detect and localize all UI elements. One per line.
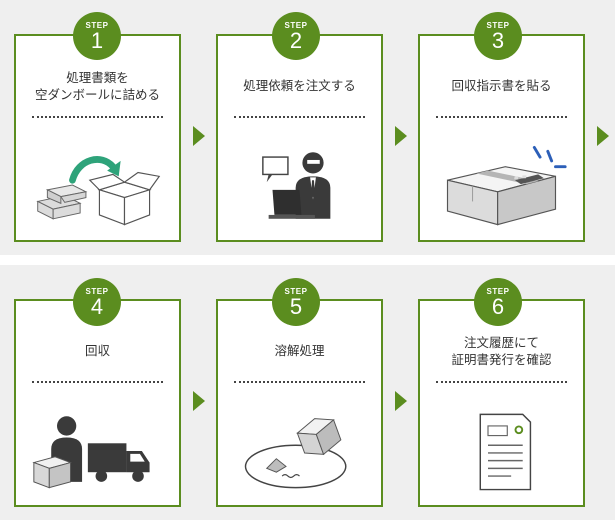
step-3-card: 回収指示書を貼る	[418, 34, 585, 242]
step-6-divider	[436, 381, 567, 383]
step-2-divider	[234, 116, 365, 118]
step-1-description: 処理書類を 空ダンボールに詰める	[34, 70, 160, 102]
step-1-badge: STEP 1	[73, 12, 121, 60]
step-4-card: 回収	[14, 299, 181, 507]
person-at-laptop-icon	[232, 140, 367, 232]
step-3-to-4-arrow	[597, 126, 609, 146]
step-3-badge: STEP 3	[474, 12, 522, 60]
step-5-divider	[234, 381, 365, 383]
certificate-document-icon	[434, 405, 569, 497]
step-1-divider	[32, 116, 163, 118]
step-2-description: 処理依頼を注文する	[243, 78, 356, 93]
step-6-badge: STEP 6	[474, 278, 522, 326]
box-dissolving-icon	[232, 405, 367, 497]
step-2-badge: STEP 2	[272, 12, 320, 60]
step-3-divider	[436, 116, 567, 118]
box-with-label-icon	[434, 140, 569, 232]
step-3-description: 回収指示書を貼る	[451, 78, 552, 93]
documents-into-box-icon	[30, 140, 165, 232]
step-4-divider	[32, 381, 163, 383]
step-4-description: 回収	[84, 343, 110, 358]
step-5-card: 溶解処理	[216, 299, 383, 507]
step-5-description: 溶解処理	[274, 343, 325, 358]
step-4-badge: STEP 4	[73, 278, 121, 326]
step-5-badge: STEP 5	[272, 278, 320, 326]
step-4-to-5-arrow	[193, 391, 205, 411]
step-6-description: 注文履歴にて 証明書発行を確認	[451, 335, 552, 367]
step-2-to-3-arrow	[395, 126, 407, 146]
collector-with-truck-icon	[30, 405, 165, 497]
step-5-to-6-arrow	[395, 391, 407, 411]
step-1-card: 処理書類を 空ダンボールに詰める	[14, 34, 181, 242]
step-6-card: 注文履歴にて 証明書発行を確認	[418, 299, 585, 507]
step-1-to-2-arrow	[193, 126, 205, 146]
step-2-card: 処理依頼を注文する	[216, 34, 383, 242]
